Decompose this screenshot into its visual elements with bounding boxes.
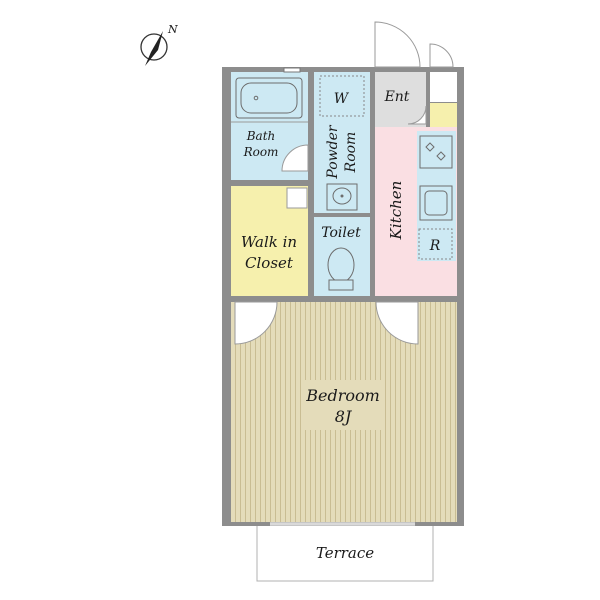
fridge-label: R: [429, 238, 441, 254]
closet-label-line1: Walk in: [241, 233, 297, 251]
bedroom-left-door-swing-icon: [234, 301, 278, 345]
bedroom-label-line2: 8J: [335, 407, 353, 426]
terrace-label: Terrace: [316, 544, 374, 562]
toilet-label: Toilet: [321, 225, 361, 241]
powder-room-label-line1: Powder: [325, 124, 341, 180]
shoe-closet-door-icon: [429, 43, 454, 68]
compass-ring: [140, 33, 168, 61]
stove-icon: [419, 135, 453, 169]
entrance-label: Ent: [384, 89, 410, 105]
pipe-shaft: [286, 187, 308, 209]
bedroom-label-box: [304, 380, 382, 430]
entrance: [375, 72, 426, 127]
sink-icon: [326, 183, 358, 211]
shoe-closet: [430, 72, 457, 102]
fridge-icon: [418, 228, 453, 260]
compass: N: [140, 23, 178, 66]
bedroom-right-door-swing-icon: [375, 301, 419, 345]
bath-door-swing-icon: [281, 144, 309, 172]
compass-north-label: N: [167, 23, 178, 36]
entrance-step-door-icon: [407, 105, 427, 125]
toilet-icon: [327, 247, 355, 291]
powder-room-label-line2: Room: [343, 132, 359, 174]
terrace: Terrace: [256, 522, 434, 582]
front-door-swing-icon: [374, 21, 421, 68]
bathtub-icon: [235, 67, 303, 119]
compass-needle-icon: [145, 31, 163, 66]
closet-label-line2: Closet: [245, 254, 294, 272]
bath-room-label-line1: Bath: [246, 129, 276, 143]
washer-icon: [319, 75, 365, 117]
entry-shelf: [430, 103, 457, 127]
washer-label: W: [334, 91, 350, 107]
kitchen-label: Kitchen: [387, 181, 405, 241]
bath-room-label-line2: Room: [243, 145, 279, 159]
bedroom-label-line1: Bedroom: [305, 386, 380, 405]
kitchen-sink-icon: [419, 185, 453, 221]
